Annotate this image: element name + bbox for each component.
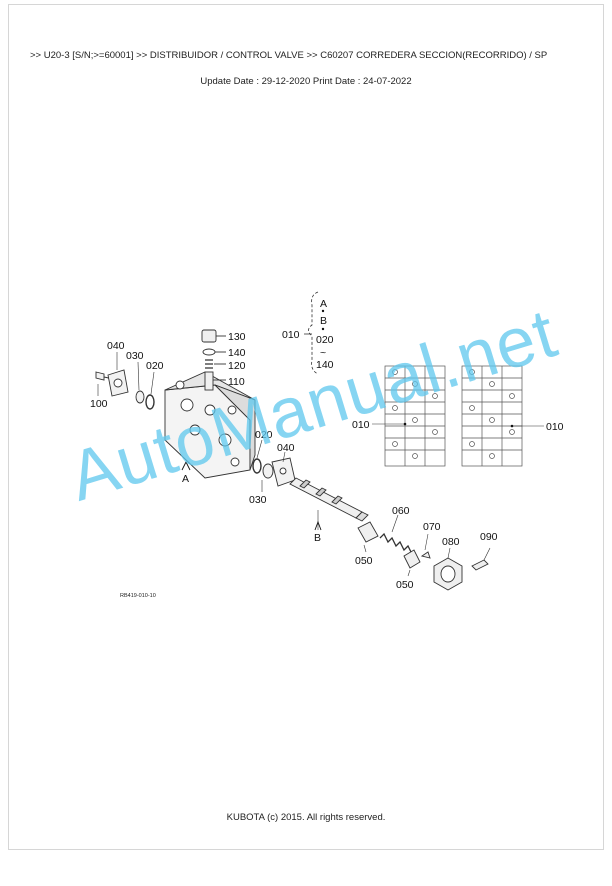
legend-020: 020 <box>316 334 334 346</box>
relief-valve-parts <box>201 329 226 391</box>
valve-body <box>164 371 256 479</box>
callout-050-right: 050 <box>396 579 414 591</box>
document-page <box>8 4 604 850</box>
callout-060: 060 <box>392 505 410 517</box>
callout-130: 130 <box>228 331 246 343</box>
drawing-code: RB419-010-10 <box>120 593 156 599</box>
callout-050-left: 050 <box>355 555 373 567</box>
callout-110: 110 <box>228 376 245 388</box>
assembly-legend: A B 020 ~ 140 010 <box>282 291 334 375</box>
callout-020-right: 020 <box>255 429 273 441</box>
callout-010-right-grid: 010 <box>546 421 564 433</box>
callout-080: 080 <box>442 536 460 548</box>
valve-section-grid-right <box>461 365 523 467</box>
callout-140: 140 <box>228 347 246 359</box>
callout-010-legend: 010 <box>282 329 300 341</box>
callout-020-left: 020 <box>146 360 164 372</box>
legend-tilde: ~ <box>320 347 326 359</box>
callout-100: 100 <box>90 398 108 410</box>
breadcrumb: >> U20-3 [S/N;>=60001] >> DISTRIBUIDOR /… <box>30 50 548 61</box>
callout-030-right: 030 <box>249 494 267 506</box>
valve-section-grid-left <box>384 365 446 467</box>
callout-070: 070 <box>423 521 441 533</box>
right-seal-parts <box>252 439 296 492</box>
copyright-footer: KUBOTA (c) 2015. All rights reserved. <box>226 812 386 823</box>
callout-030-left: 030 <box>126 350 144 362</box>
date-line: Update Date : 29-12-2020 Print Date : 24… <box>200 76 412 87</box>
left-cap-parts <box>95 352 155 410</box>
callout-010-left-grid: 010 <box>352 419 370 431</box>
mark-b: B <box>314 532 321 544</box>
spool-cap <box>433 547 491 591</box>
legend-b: B <box>320 315 327 327</box>
legend-140: 140 <box>316 359 334 371</box>
mark-a: A <box>182 473 189 485</box>
legend-a: A <box>320 298 327 310</box>
callout-120: 120 <box>228 360 246 372</box>
callout-090: 090 <box>480 531 498 543</box>
callout-040-right: 040 <box>277 442 295 454</box>
spool <box>289 477 369 530</box>
callout-040-left: 040 <box>107 340 125 352</box>
spring-assembly <box>357 514 431 577</box>
